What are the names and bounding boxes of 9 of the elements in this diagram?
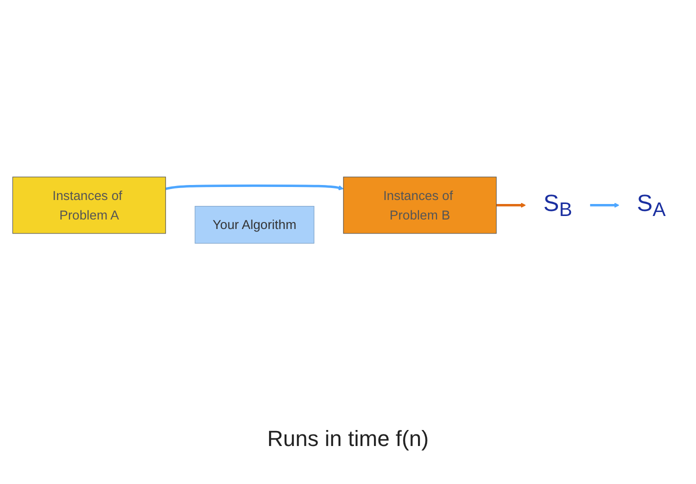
arrow: [496, 202, 526, 208]
arrow: [165, 184, 344, 190]
note-text: Runs in time f(n): [267, 426, 429, 452]
node-box: Instances of Problem B: [343, 176, 497, 234]
node-text: S$_{B}$: [543, 190, 572, 221]
arrow: [590, 202, 620, 208]
node-text: S$_{A}$: [636, 190, 666, 221]
node-box: Instances of Problem A: [12, 176, 166, 234]
node-box: Your Algorithm: [194, 206, 314, 244]
